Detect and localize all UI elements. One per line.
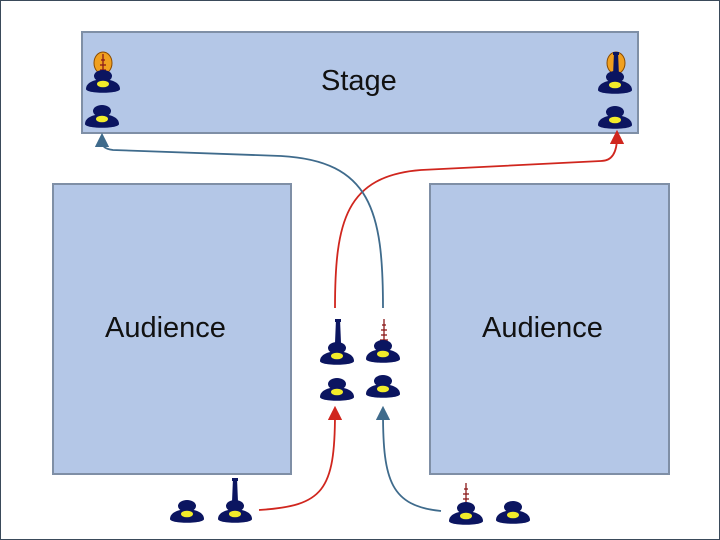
clarinet-icon (335, 319, 341, 343)
seated-person-icon (320, 342, 354, 365)
seated-person-icon (598, 71, 632, 94)
seated-person-icon (598, 106, 632, 129)
seated-person-icon (366, 340, 400, 363)
seated-person-icon (449, 502, 483, 525)
audience-left-label: Audience (105, 312, 226, 344)
blue-flow-upper (94, 132, 384, 309)
audience-right-area (429, 183, 670, 475)
stage-area (81, 31, 639, 134)
performer-stage-left (86, 51, 120, 93)
blue-flow-lower (375, 405, 442, 512)
seated-person-icon (320, 378, 354, 401)
red-flow-upper (334, 129, 625, 309)
clarinet-icon (232, 478, 238, 502)
seated-person-icon (85, 105, 119, 128)
seated-person-icon (218, 500, 252, 523)
performer-stage-right (598, 51, 632, 94)
seated-person-icon (496, 501, 530, 524)
audience-right-label: Audience (482, 312, 603, 344)
red-flow-lower (258, 405, 343, 511)
audience-left-area (52, 183, 292, 475)
seated-person-icon (86, 70, 120, 93)
violin-icon (379, 318, 389, 344)
seated-person-icon (366, 375, 400, 398)
seated-person-icon (170, 500, 204, 523)
stage-label: Stage (321, 65, 397, 97)
